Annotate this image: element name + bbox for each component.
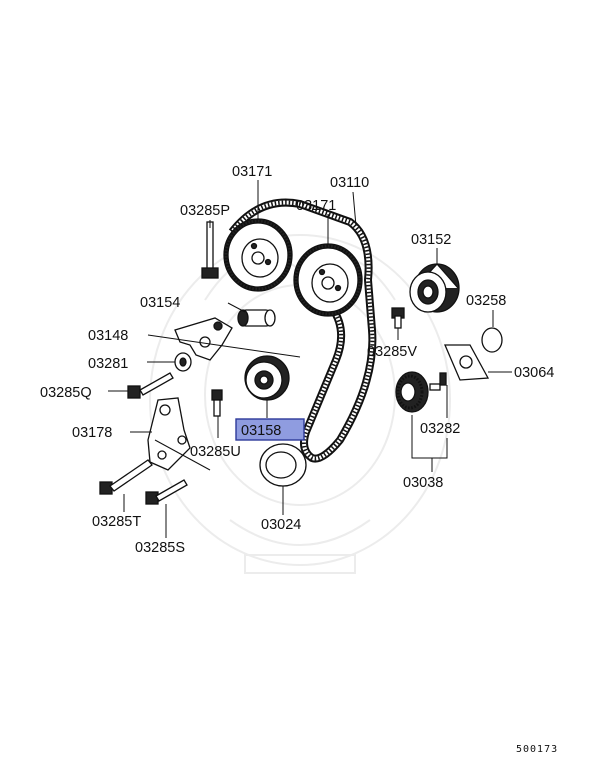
label-03158-highlighted[interactable]: 03158 — [241, 423, 281, 439]
label-03281[interactable]: 03281 — [88, 356, 128, 372]
cam-sprocket-right-part — [293, 243, 363, 317]
key-03282-part — [439, 372, 447, 386]
washer-03281-part — [174, 352, 192, 372]
bolt-03285v-part — [391, 307, 405, 329]
label-03110[interactable]: 03110 — [330, 175, 369, 191]
label-03154[interactable]: 03154 — [140, 295, 180, 311]
label-03285u[interactable]: 03285U — [190, 444, 241, 460]
label-03038[interactable]: 03038 — [403, 475, 443, 491]
plate-03064-part — [444, 344, 490, 381]
tensioner-arm-03148-part — [174, 317, 233, 361]
bolt-03285p-part — [201, 221, 219, 279]
label-03282[interactable]: 03282 — [420, 421, 460, 437]
label-03148[interactable]: 03148 — [88, 328, 128, 344]
diagram-code: 500173 — [516, 744, 558, 755]
idler-pulley-03152-part — [409, 263, 460, 313]
label-03064[interactable]: 03064 — [514, 365, 554, 381]
label-03285p[interactable]: 03285P — [180, 203, 230, 219]
bolt-03285u-part — [211, 389, 223, 417]
cam-sprocket-left-part — [223, 218, 293, 292]
timing-belt-part — [228, 198, 377, 463]
label-03285v[interactable]: 03285V — [367, 344, 417, 360]
label-03178[interactable]: 03178 — [72, 425, 112, 441]
highlight-box — [235, 418, 305, 441]
label-03258[interactable]: 03258 — [466, 293, 506, 309]
label-03285t[interactable]: 03285T — [92, 514, 141, 530]
bolt-03285t-part — [99, 459, 153, 495]
washer-03258-part — [481, 327, 503, 353]
bolt-03285s-part — [145, 479, 188, 505]
spacer-03154-part — [237, 309, 276, 327]
guide-plate-03024-part — [259, 443, 307, 487]
label-03152[interactable]: 03152 — [411, 232, 451, 248]
label-03024[interactable]: 03024 — [261, 517, 301, 533]
crank-sprocket-part — [395, 371, 441, 413]
bolt-03285q-part — [127, 372, 174, 399]
bracket-03178-part — [147, 397, 191, 471]
label-03171-right[interactable]: 03171 — [296, 198, 336, 214]
tensioner-pulley-03158-part — [244, 355, 290, 401]
label-03285q[interactable]: 03285Q — [40, 385, 92, 401]
leader-lines — [108, 180, 512, 538]
label-03285s[interactable]: 03285S — [135, 540, 185, 556]
label-03171-left[interactable]: 03171 — [232, 164, 272, 180]
